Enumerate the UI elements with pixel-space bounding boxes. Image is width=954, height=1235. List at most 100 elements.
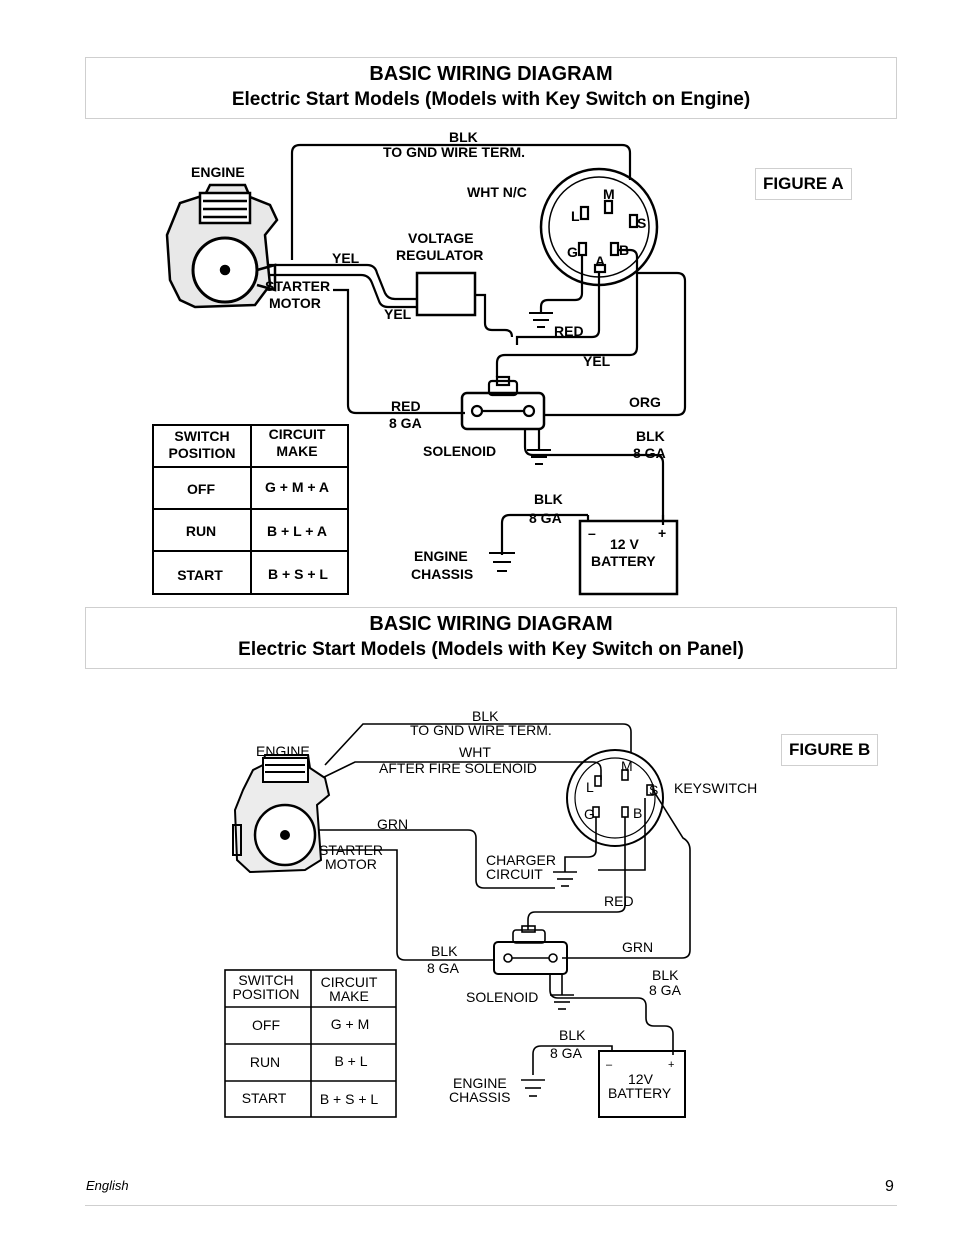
wire-blk-gnd (324, 723, 632, 766)
label-plus: + (668, 1059, 674, 1071)
label-8ga-b: 8 GA (649, 982, 682, 998)
label-bat-2: BATTERY (591, 553, 656, 569)
table-a-header-1a: SWITCH (174, 428, 229, 444)
engine-illustration (165, 183, 279, 309)
engine-illustration (232, 754, 331, 874)
table-b-row-make: B + L (334, 1053, 367, 1069)
switch-table-b (224, 969, 397, 1118)
label-grn-2: GRN (622, 939, 653, 955)
label-engine-2: ENGINE (414, 548, 468, 564)
label-minus: – (588, 525, 596, 541)
label-yel-1: YEL (332, 250, 360, 266)
figure-a-subtitle: Electric Start Models (Models with Key S… (231, 89, 751, 110)
table-b-header-1b: POSITION (233, 986, 300, 1002)
table-b-row-pos: OFF (252, 1017, 280, 1033)
table-a-header-2b: MAKE (276, 443, 317, 459)
table-a-row-pos: RUN (186, 523, 216, 539)
table-a-header-1b: POSITION (169, 445, 236, 461)
label-gnd-term: TO GND WIRE TERM. (383, 144, 525, 160)
label-yel-2: YEL (384, 306, 412, 322)
footer-language: English (86, 1178, 129, 1193)
label-8ga-b: 8 GA (633, 445, 666, 461)
label-bat-1: 12V (628, 1071, 654, 1087)
figure-b-subtitle: Electric Start Models (Models with Key S… (238, 639, 744, 660)
figure-b-title: BASIC WIRING DIAGRAM (369, 613, 613, 635)
label-term-b: B (619, 242, 629, 258)
label-keyswitch: KEYSWITCH (674, 780, 757, 796)
battery (578, 519, 679, 596)
figure-b-title-box: BASIC WIRING DIAGRAM Electric Start Mode… (85, 607, 897, 669)
label-solenoid: SOLENOID (466, 989, 538, 1005)
label-blk-8-b: BLK (534, 491, 563, 507)
label-engine: ENGINE (191, 164, 245, 180)
table-b-header-1a: SWITCH (238, 972, 293, 988)
label-minus: – (606, 1059, 613, 1071)
label-red: RED (554, 323, 584, 339)
battery (598, 1050, 686, 1118)
label-chassis: CHASSIS (411, 566, 473, 582)
figure-b-label: FIGURE B (781, 734, 879, 766)
wire-blk-gnd (290, 143, 632, 260)
solenoid (460, 391, 546, 431)
label-bat-2: BATTERY (608, 1085, 672, 1101)
label-8ga-c: 8 GA (550, 1045, 583, 1061)
label-blk-8-a: BLK (636, 428, 665, 444)
voltage-regulator (415, 271, 477, 317)
table-b-header-2a: CIRCUIT (321, 974, 378, 990)
label-circuit: CIRCUIT (486, 866, 543, 882)
label-plus: + (658, 525, 666, 541)
table-b-row-pos: START (242, 1090, 287, 1106)
label-org: ORG (629, 394, 661, 410)
table-b-header-2b: MAKE (329, 988, 369, 1004)
label-term-m: M (603, 186, 615, 202)
table-a-row-make: B + S + L (268, 566, 328, 582)
label-term-m: M (621, 758, 633, 774)
table-b-row-make: B + S + L (320, 1091, 379, 1107)
label-starter: STARTER (319, 842, 383, 858)
table-b-row-make: G + M (331, 1016, 370, 1032)
figure-b-wiring-diagram: BLK TO GND WIRE TERM. ENGINE WHT AFTER F… (224, 708, 757, 1118)
label-term-g: G (584, 806, 595, 822)
label-after-fire: AFTER FIRE SOLENOID (379, 760, 537, 776)
table-a-header-2a: CIRCUIT (269, 426, 326, 442)
switch-table-a (152, 424, 349, 595)
label-engine: ENGINE (256, 743, 310, 759)
label-8ga-c: 8 GA (529, 510, 562, 526)
label-yel-3: YEL (583, 353, 611, 369)
label-voltage: VOLTAGE (408, 230, 474, 246)
label-engine-2: ENGINE (453, 1075, 507, 1091)
label-term-l: L (571, 208, 580, 224)
label-term-l: L (586, 779, 594, 795)
label-term-a: A (595, 253, 605, 269)
label-motor: MOTOR (269, 295, 321, 311)
label-blk-8-c: BLK (559, 1027, 586, 1043)
label-term-b: B (633, 805, 642, 821)
label-red-8: RED (391, 398, 421, 414)
solenoid (493, 941, 568, 975)
label-blk-top: BLK (449, 129, 478, 145)
label-red: RED (604, 893, 634, 909)
label-chassis: CHASSIS (449, 1089, 510, 1105)
label-wht: WHT (459, 744, 491, 760)
keyswitch-body (566, 749, 664, 847)
label-blk-top: BLK (472, 708, 499, 724)
label-grn-1: GRN (377, 816, 408, 832)
label-gnd-term: TO GND WIRE TERM. (410, 722, 552, 738)
figure-a-wiring-diagram: BLK TO GND WIRE TERM. ENGINE WHT N/C M L… (152, 129, 687, 596)
footer-divider (85, 1205, 897, 1206)
figure-a-title: BASIC WIRING DIAGRAM (369, 63, 613, 85)
table-a-row-pos: START (177, 567, 223, 583)
label-blk-8-a: BLK (431, 943, 458, 959)
label-motor: MOTOR (325, 856, 377, 872)
label-bat-1: 12 V (610, 536, 639, 552)
label-8ga-a: 8 GA (389, 415, 422, 431)
table-a-row-pos: OFF (187, 481, 215, 497)
table-a-row-make: G + M + A (265, 479, 329, 495)
label-regulator: REGULATOR (396, 247, 483, 263)
label-8ga-a: 8 GA (427, 960, 460, 976)
label-term-s: S (649, 782, 658, 798)
figure-a-title-box: BASIC WIRING DIAGRAM Electric Start Mode… (85, 57, 897, 119)
label-blk-8-b: BLK (652, 967, 679, 983)
table-a-row-make: B + L + A (267, 523, 327, 539)
figure-a-label: FIGURE A (755, 168, 852, 200)
